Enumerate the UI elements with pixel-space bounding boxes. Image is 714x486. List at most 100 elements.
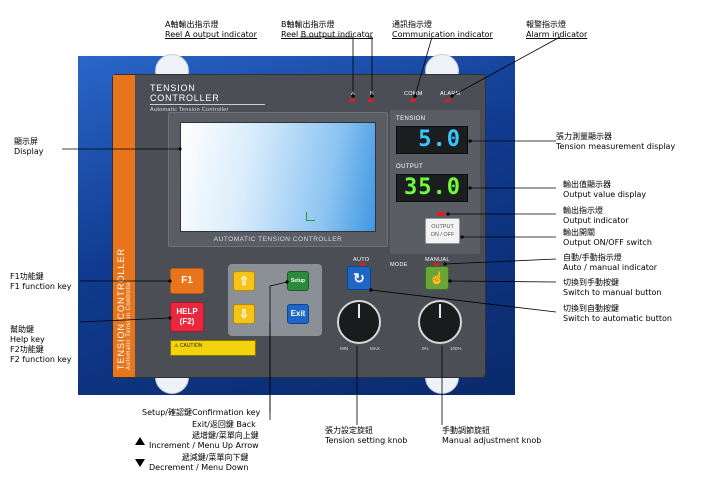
callout-exit-text: Exit/返回鍵 Back (192, 420, 256, 429)
comm-led (410, 99, 416, 102)
callout-output-indicator-zh: 輸出指示燈 (563, 206, 603, 215)
callout-decrement-zh: 遞減鍵/菜單向下鍵 (181, 453, 249, 462)
callout-comm-en: Communication indicator (392, 30, 493, 39)
callout-output-switch: 輸出開關 Output ON/OFF switch (563, 228, 652, 248)
callout-setup: Setup/確認鍵Confirmation key (142, 408, 260, 418)
callout-output-display-zh: 輸出值顯示器 (563, 180, 611, 189)
callout-auto-manual: 自動/手動指示燈 Auto / manual indicator (563, 253, 657, 273)
callout-decrement-block: 遞減鍵/菜單向下鍵 Decrement / Menu Down (149, 453, 248, 473)
callout-tension-knob-zh: 張力設定旋鈕 (325, 426, 373, 435)
led-b-label: B (370, 91, 374, 97)
callout-decrement: 遞減鍵/菜單向下鍵 Decrement / Menu Down (135, 453, 248, 473)
exit-button[interactable]: Exit (287, 304, 309, 324)
led-alarm-label: ALARM (440, 91, 461, 97)
callout-alarm: 報警指示燈 Alarm indicator (526, 20, 587, 40)
callout-display-en: Display (14, 147, 44, 156)
output-btn-line1: OUTPUT (431, 224, 454, 230)
callout-to-auto-zh: 切換到自動按鍵 (563, 304, 619, 313)
led-a-label: A (351, 91, 355, 97)
callout-f1-zh: F1功能鍵 (10, 272, 44, 281)
callout-to-manual: 切換到手動按鍵 Switch to manual button (563, 278, 661, 298)
setup-button[interactable]: Setup (287, 271, 309, 291)
callout-to-manual-en: Switch to manual button (563, 288, 662, 297)
callout-output-indicator: 輸出指示燈 Output indicator (563, 206, 629, 226)
callout-reel-b: B軸輸出指示燈 Reel B output indicator (281, 20, 373, 40)
tension-display: 5.0 (396, 126, 468, 154)
callout-increment-en: Increment / Menu Up Arrow (149, 441, 259, 450)
callout-f2-en: F2 function key (10, 355, 72, 364)
callout-auto-manual-en: Auto / manual indicator (563, 263, 658, 272)
callout-f2-zh: F2功能鍵 (10, 345, 44, 354)
callout-tension-knob: 張力設定旋鈕 Tension setting knob (325, 426, 407, 446)
led-comm-label: COMM (404, 91, 423, 97)
manual-led (434, 263, 439, 266)
device-subtitle: Automatic Tension Controller (150, 107, 229, 113)
triangle-up-icon (135, 437, 145, 445)
warning-icon: ⚠ (174, 343, 179, 349)
lcd-caption: AUTOMATIC TENSION CONTROLLER (213, 236, 343, 243)
callout-increment-block: 遞增鍵/菜單向上鍵 Increment / Menu Up Arrow (149, 431, 259, 451)
callout-reel-a: A軸輸出指示燈 Reel A output indicator (165, 20, 257, 40)
callout-increment: 遞增鍵/菜單向上鍵 Increment / Menu Up Arrow (135, 431, 259, 451)
callout-tension-knob-en: Tension setting knob (325, 436, 408, 445)
callout-tension-display-zh: 張力測量顯示器 (556, 132, 612, 141)
reel-a-led (349, 99, 355, 102)
knob1-max: MAX (370, 346, 380, 351)
increment-up-button[interactable]: ⇧ (233, 271, 255, 291)
manual-adjustment-knob[interactable] (418, 300, 462, 344)
callout-reel-a-zh: A軸輸出指示燈 (165, 20, 219, 29)
callout-alarm-en: Alarm indicator (526, 30, 588, 39)
auto-led (360, 263, 365, 266)
help-button[interactable]: HELP (F2) (170, 302, 204, 332)
callout-help-en: Help key (10, 335, 45, 344)
callout-output-switch-en: Output ON/OFF switch (563, 238, 652, 247)
hand-icon: ☝ (429, 271, 445, 285)
callout-manual-knob: 手動調節旋鈕 Manual adjustment knob (442, 426, 541, 446)
tension-label: TENSION (396, 116, 426, 122)
callout-to-manual-zh: 切換到手動按鍵 (563, 278, 619, 287)
callout-tension-display: 張力測量顯示器 Tension measurement display (556, 132, 675, 152)
callout-manual-knob-zh: 手動調節旋鈕 (442, 426, 490, 435)
callout-output-display: 輸出值顯示器 Output value display (563, 180, 646, 200)
output-on-off-button[interactable]: OUTPUT ON / OFF (425, 218, 460, 244)
auto-button[interactable]: ↻ (347, 266, 371, 290)
output-btn-line2: ON / OFF (430, 232, 455, 238)
refresh-icon: ↻ (353, 270, 365, 286)
knob1-min: MIN (340, 346, 349, 351)
callout-increment-zh: 遞增鍵/菜單向上鍵 (192, 431, 259, 440)
callout-to-auto: 切換到自動按鍵 Switch to automatic button (563, 304, 672, 324)
tension-setting-knob[interactable] (337, 300, 381, 344)
callout-f1: F1功能鍵 F1 function key (10, 272, 71, 292)
lcd-axis-mark (306, 212, 315, 221)
auto-label: AUTO (353, 257, 370, 263)
orange-side-strip (113, 75, 135, 377)
output-display: 35.0 (396, 174, 468, 202)
callout-output-indicator-en: Output indicator (563, 216, 629, 225)
callout-comm-zh: 通訊指示燈 (392, 20, 432, 29)
mode-label: MODE (390, 262, 408, 268)
decrement-down-button[interactable]: ⇩ (233, 304, 255, 324)
title-plate: TENSION CONTROLLER Automatic Tension Con… (150, 83, 265, 113)
manual-button[interactable]: ☝ (425, 266, 449, 290)
callout-reel-b-zh: B軸輸出指示燈 (281, 20, 335, 29)
arrow-up-icon: ⇧ (238, 274, 250, 288)
callout-exit: Exit/返回鍵 Back (192, 420, 256, 430)
arrow-down-icon: ⇩ (238, 307, 250, 321)
reel-b-led (368, 99, 374, 102)
strip-text: TENSION CONTROLLER Automatic Tension Con… (116, 248, 132, 370)
callout-display: 顯示屏 Display (14, 137, 44, 157)
strip-subtitle: Automatic Tension Controller (126, 279, 132, 370)
callout-help: 幫助鍵 Help key F2功能鍵 F2 function key (10, 325, 71, 365)
manual-label: MANUAL (425, 257, 450, 263)
callout-reel-b-en: Reel B output indicator (281, 30, 373, 39)
strip-title: TENSION CONTROLLER (116, 247, 126, 370)
callout-reel-a-en: Reel A output indicator (165, 30, 257, 39)
triangle-down-icon (135, 459, 145, 467)
lcd-display (180, 122, 376, 232)
f1-button[interactable]: F1 (170, 268, 204, 294)
callout-decrement-en: Decrement / Menu Down (149, 463, 249, 472)
callout-manual-knob-en: Manual adjustment knob (442, 436, 542, 445)
callout-f1-en: F1 function key (10, 282, 72, 291)
output-label: OUTPUT (396, 164, 424, 170)
callout-to-auto-en: Switch to automatic button (563, 314, 672, 323)
